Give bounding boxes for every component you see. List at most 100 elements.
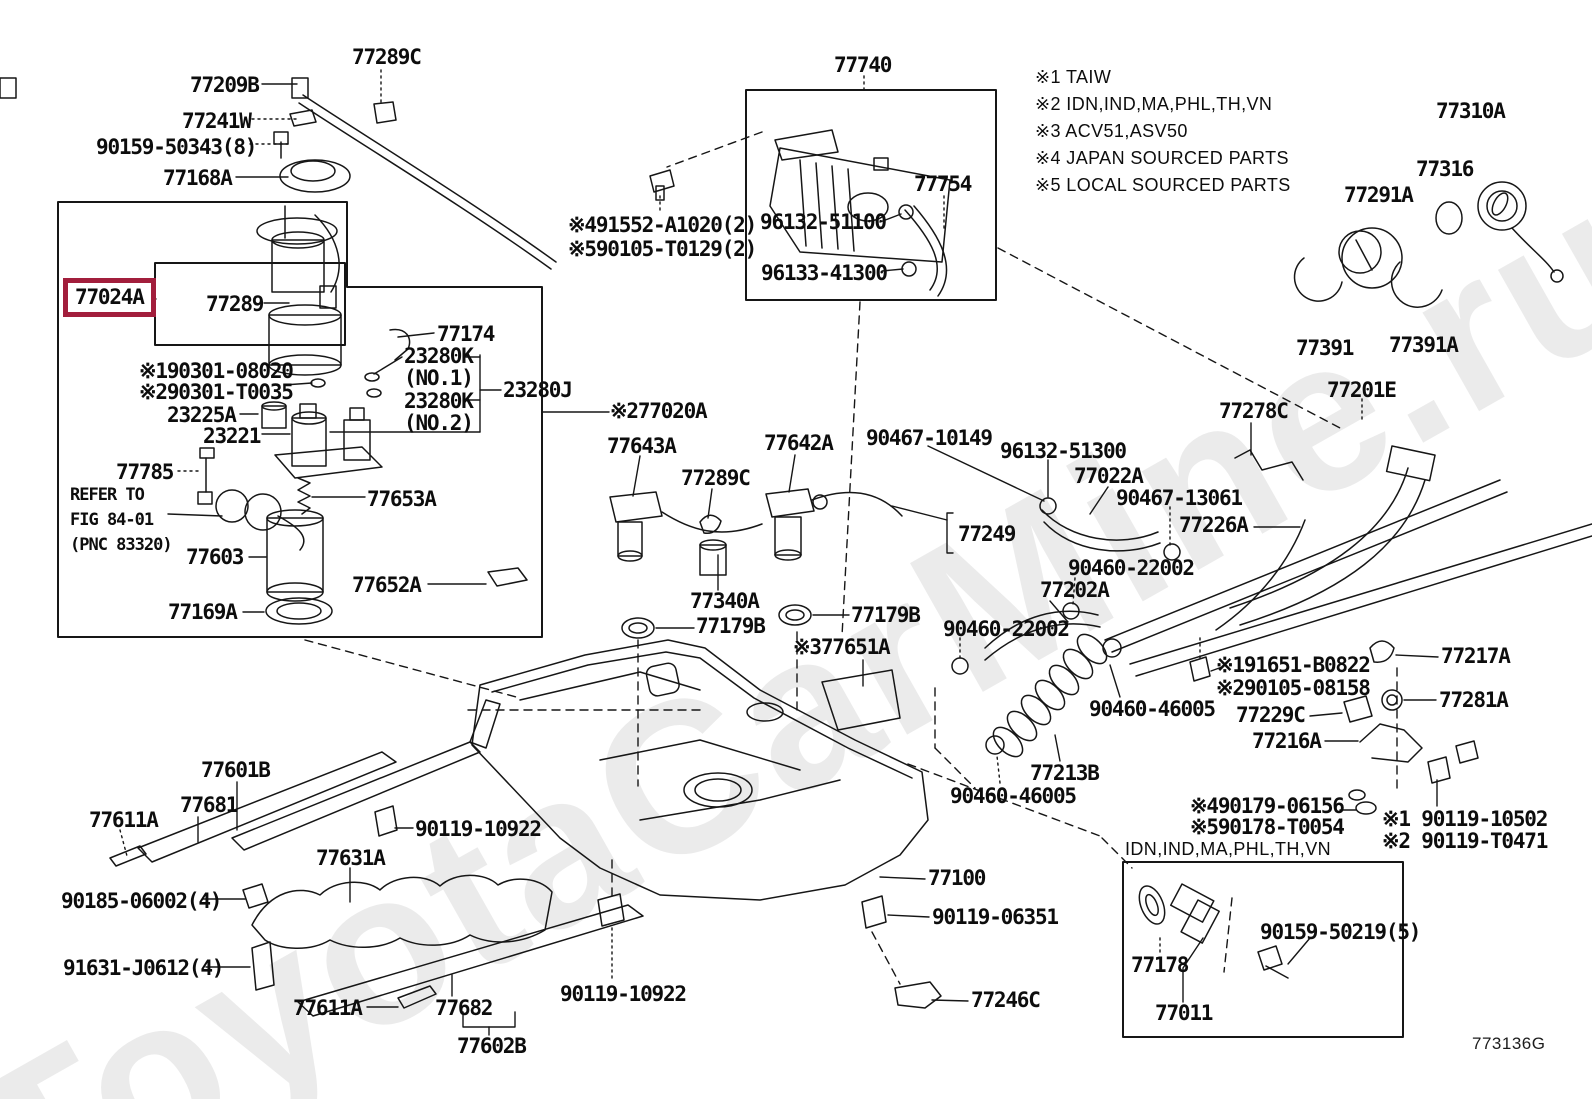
label-77229c: 77229C: [1236, 703, 1306, 727]
label-90119-10922: 90119-10922: [560, 982, 687, 1006]
label-77022a: 77022A: [1074, 464, 1144, 488]
label-77316: 77316: [1416, 157, 1474, 181]
label-77281a: 77281A: [1439, 688, 1509, 712]
label-77611a: 77611A: [293, 996, 363, 1020]
label-90460-46005: 90460-46005: [1089, 697, 1216, 721]
label-77785: 77785: [116, 460, 174, 484]
label-90460-22002: 90460-22002: [943, 617, 1070, 641]
label-91631-j0612-4: 91631-J0612(4): [63, 956, 224, 980]
label-290301-t0035: ※290301-T0035: [139, 380, 294, 404]
label-277020a: ※277020A: [610, 399, 708, 423]
label-77216a: 77216A: [1252, 729, 1322, 753]
dashed-leaders: [304, 131, 1398, 985]
label-5-local-sourced-parts: ※5 LOCAL SOURCED PARTS: [1035, 175, 1291, 195]
label-77179b: 77179B: [851, 603, 921, 627]
label-96132-51300: 96132-51300: [1000, 439, 1127, 463]
corrugated-fuel-hose: [985, 633, 1122, 758]
label-90159-50219-5: 90159-50219(5): [1260, 920, 1421, 944]
label-77631a: 77631A: [316, 846, 386, 870]
label-3-acv51-asv50: ※3 ACV51,ASV50: [1035, 121, 1188, 141]
label-23280j: 23280J: [503, 378, 573, 402]
label-590105-t0129-2: ※590105-T0129(2): [568, 237, 757, 261]
fuel-tank-77100: [471, 539, 929, 901]
label-77652a: 77652A: [352, 573, 422, 597]
label-90185-06002-4: 90185-06002(4): [61, 889, 222, 913]
leader-lines: [147, 83, 1439, 1036]
label-77241w: 77241W: [182, 109, 252, 133]
label-90119-10922: 90119-10922: [415, 817, 542, 841]
suction-plate-77168a: [273, 109, 351, 193]
label-77603: 77603: [186, 545, 244, 569]
label-idn-ind-ma-phl-th-vn: IDN,IND,MA,PHL,TH,VN: [1125, 839, 1332, 859]
label-491552-a1020-2: ※491552-A1020(2): [568, 213, 757, 237]
label-90467-10149: 90467-10149: [866, 426, 993, 450]
label-77391a: 77391A: [1389, 333, 1459, 357]
label-77291a: 77291A: [1344, 183, 1414, 207]
label-77611a: 77611A: [89, 808, 159, 832]
label-77178: 77178: [1131, 953, 1189, 977]
label-77202a: 77202A: [1040, 578, 1110, 602]
tank-bands-and-shield: [109, 699, 942, 1017]
label-77289: 77289: [206, 292, 264, 316]
label-77740: 77740: [834, 53, 892, 77]
figure-code: 773136G: [1472, 1034, 1546, 1053]
filler-pipe-assembly: [1104, 445, 1592, 677]
dashed-lines: [119, 69, 1363, 982]
label-77653a: 77653A: [367, 487, 437, 511]
label-77246c: 77246C: [971, 988, 1041, 1012]
label-2-idn-ind-ma-phl-th-vn: ※2 IDN,IND,MA,PHL,TH,VN: [1035, 94, 1273, 114]
right-side-hardware: [1138, 640, 1479, 979]
label-77682: 77682: [435, 996, 493, 1020]
vent-tube-assemblies: [609, 488, 1181, 675]
label-77391: 77391: [1296, 336, 1354, 360]
label-77642a: 77642A: [764, 431, 834, 455]
label-23221: 23221: [203, 424, 261, 448]
label-77169a: 77169A: [168, 600, 238, 624]
label-77754: 77754: [914, 172, 972, 196]
label-77168a: 77168A: [163, 166, 233, 190]
label-77310a: 77310A: [1436, 99, 1506, 123]
label-90467-13061: 90467-13061: [1116, 486, 1243, 510]
label-77209b: 77209B: [190, 73, 260, 97]
label-77174: 77174: [437, 322, 495, 346]
fuel-cap-assembly: [1293, 181, 1564, 308]
label-377651a: ※377651A: [793, 635, 891, 659]
label-191651-b0822: ※191651-B0822: [1216, 653, 1371, 677]
label-23280k-no-2: 23280K (NO.2): [404, 389, 474, 435]
label-77201e: 77201E: [1327, 378, 1397, 402]
label-4-japan-sourced-parts: ※4 JAPAN SOURCED PARTS: [1035, 148, 1289, 168]
label-190301-08020: ※190301-08020: [139, 359, 294, 383]
label-90460-46005: 90460-46005: [950, 784, 1077, 808]
label-77289c: 77289C: [352, 45, 422, 69]
label-90119-06351: 90119-06351: [932, 905, 1059, 929]
label-refer-to-fig-84-01-pnc-83320: REFER TO FIG 84-01 (PNC 83320): [70, 485, 173, 555]
label-23225a: 23225A: [167, 403, 237, 427]
label-1-taiw: ※1 TAIW: [1035, 67, 1112, 87]
fuel-pump-module: [197, 205, 528, 625]
label-77011: 77011: [1155, 1001, 1213, 1025]
label-77217a: 77217A: [1441, 644, 1511, 668]
label-77289c: 77289C: [681, 466, 751, 490]
label-96133-41300: 96133-41300: [761, 261, 888, 285]
label-77249: 77249: [958, 522, 1016, 546]
label-77601b: 77601B: [201, 758, 271, 782]
label-77602b: 77602B: [457, 1034, 527, 1058]
charcoal-canister: [649, 129, 951, 297]
label-77278c: 77278C: [1219, 399, 1289, 423]
label-90159-50343-8: 90159-50343(8): [96, 135, 257, 159]
label-490179-06156: ※490179-06156: [1190, 794, 1345, 818]
label-2-90119-t0471: ※2 90119-T0471: [1382, 829, 1548, 853]
fuel-pipe-77289c: [0, 77, 557, 270]
label-77213b: 77213B: [1030, 761, 1100, 785]
label-77340a: 77340A: [690, 589, 760, 613]
label-290105-08158: ※290105-08158: [1216, 676, 1371, 700]
label-96132-51100: 96132-51100: [760, 210, 887, 234]
label-23280k-no-1: 23280K (NO.1): [404, 344, 474, 390]
label-90460-22002: 90460-22002: [1068, 556, 1195, 580]
label-77681: 77681: [180, 793, 238, 817]
label-1-90119-10502: ※1 90119-10502: [1382, 807, 1548, 831]
label-77100: 77100: [928, 866, 986, 890]
